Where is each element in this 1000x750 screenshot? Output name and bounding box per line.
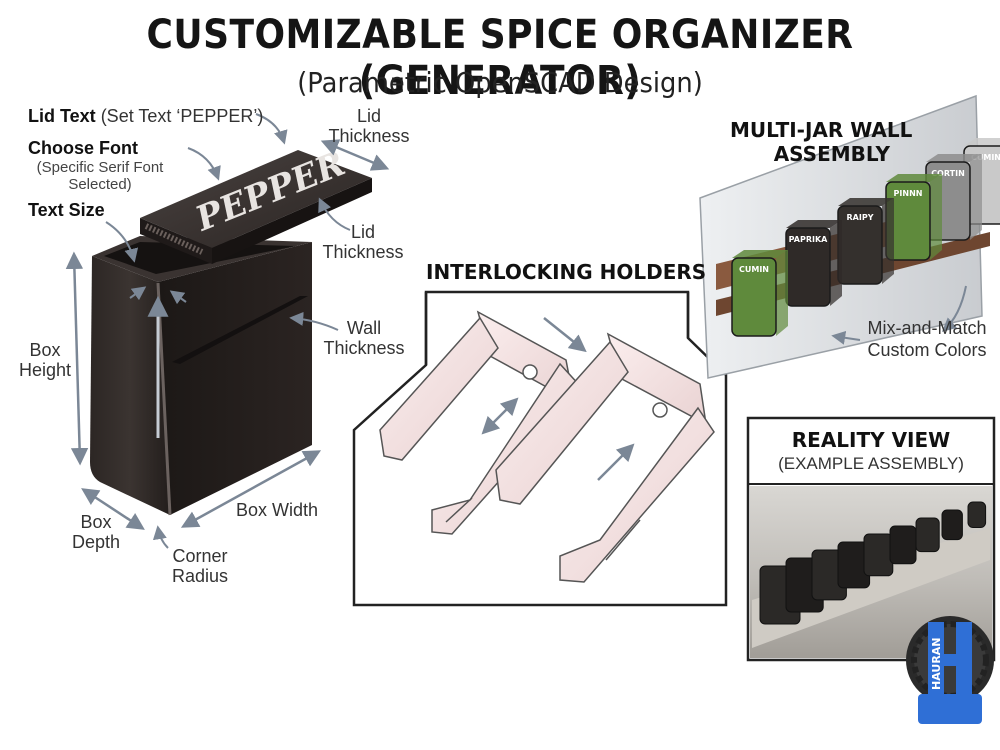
box-depth-2: Depth: [71, 532, 121, 552]
multi-jar-assembly-illustration: CUMIN CORTIN PINNN RAIPY PAPRIKA CUMIN: [699, 94, 1000, 379]
box-width-label: Box Width: [236, 500, 319, 520]
photo-jar-row: [759, 501, 987, 625]
jar-label: CUMIN: [739, 265, 769, 274]
multi-jar-title-1: MULTI-JAR WALL: [730, 118, 913, 142]
jar-3: RAIPY: [837, 198, 894, 285]
corner-radius-1: Corner: [172, 546, 228, 566]
jar-label: PAPRIKA: [789, 235, 829, 244]
reality-title: REALITY VIEW: [791, 428, 951, 452]
wall-thickness-2: Thickness: [323, 338, 405, 358]
jar-label: RAIPY: [847, 213, 874, 222]
choose-font-title: Choose Font: [28, 138, 138, 158]
choose-font-note-1: (Specific Serif Font: [36, 159, 164, 176]
jar-label: PINNN: [894, 189, 923, 198]
lid-thickness-top-arrow: [320, 139, 390, 171]
photo-jar: [863, 533, 894, 577]
hauran-logo: HAURAN: [906, 616, 994, 724]
photo-jar: [915, 517, 940, 553]
box-width-arrow: [180, 450, 322, 528]
lid-thickness-side-2: Thickness: [322, 242, 404, 262]
jar-row: CUMIN CORTIN PINNN RAIPY PAPRIKA CUMIN: [731, 138, 1000, 337]
box-height-2: Height: [18, 360, 72, 380]
mix-match-caption-1: Mix-and-Match: [867, 318, 987, 338]
slide-arrow-bottom: [597, 443, 635, 481]
jar-label: CUMIN: [971, 153, 1000, 162]
page-subtitle: (Parametric OpenSCAD Design): [297, 66, 703, 99]
jar-label: CORTIN: [931, 169, 965, 178]
lid-thickness-side-1: Lid: [350, 222, 376, 242]
choose-font-note-2: Selected): [68, 176, 132, 193]
box-height-arrow: [65, 251, 89, 466]
photo-jar: [941, 509, 963, 541]
box-height-1: Box: [29, 340, 61, 360]
jar-1: CUMIN: [731, 250, 788, 337]
jar-2: PAPRIKA: [785, 220, 842, 307]
lid-text-title: Lid Text: [28, 106, 96, 126]
reality-subtitle: (EXAMPLE ASSEMBLY): [778, 454, 964, 473]
photo-jar: [889, 525, 917, 565]
lid-thickness-top-2: Thickness: [328, 126, 410, 146]
logo-text: HAURAN: [930, 637, 943, 690]
interlocking-holders-panel: [352, 290, 728, 607]
text-size-label: Text Size: [28, 200, 105, 220]
box-depth-1: Box: [80, 512, 112, 532]
box-depth-arrow: [81, 488, 145, 530]
lid-text-note: (Set Text ‘PEPPER’): [100, 106, 264, 126]
corner-radius-2: Radius: [171, 566, 229, 586]
holder-piece-left: [379, 310, 584, 535]
wall-thickness-1: Wall: [346, 318, 382, 338]
mix-match-caption-2: Custom Colors: [867, 340, 987, 360]
interlocking-title: INTERLOCKING HOLDERS: [426, 260, 707, 284]
page-title: CUSTOMIZABLE SPICE ORGANIZER (GENERATOR): [146, 12, 854, 104]
slide-arrow-top: [543, 317, 587, 353]
lid-text-label: Lid Text (Set Text ‘PEPPER’): [28, 106, 263, 126]
lid-thickness-top-1: Lid: [356, 106, 382, 126]
jar-4: PINNN: [885, 174, 942, 261]
multi-jar-title-2: ASSEMBLY: [773, 142, 890, 166]
photo-jar: [967, 501, 987, 529]
slide-arrow-double: [481, 397, 519, 435]
holder-piece-right: [495, 332, 715, 583]
